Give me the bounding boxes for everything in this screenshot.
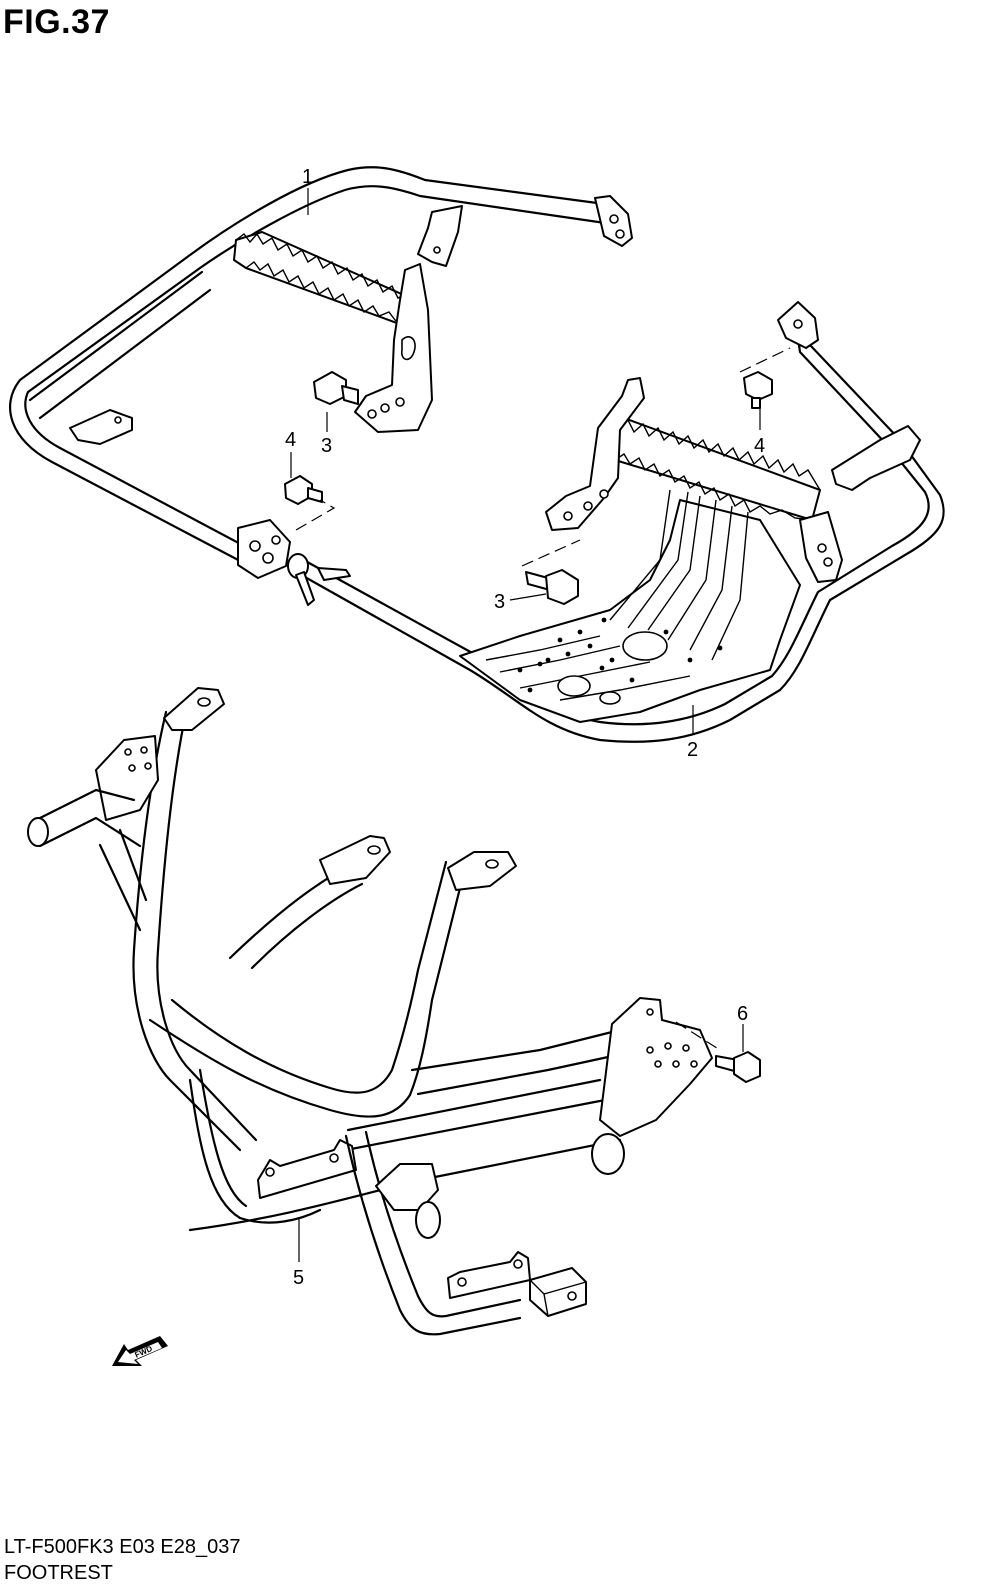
- model-code: LT-F500FK3 E03 E28_037: [4, 1536, 241, 1558]
- callout-6: 6: [737, 1003, 748, 1025]
- bolt-6: [715, 1051, 761, 1083]
- bolt-4-right: [743, 371, 773, 409]
- callout-3-lower: 3: [494, 591, 505, 613]
- callouts: 1 2 3 3 4 4 5 6: [285, 166, 765, 1289]
- lower-guard-frame: [27, 687, 713, 1336]
- section-name: FOOTREST: [4, 1562, 113, 1584]
- left-footrest-frame: [9, 166, 633, 579]
- figure-title: FIG.37: [3, 3, 110, 41]
- bolt-3-upper: [313, 371, 359, 405]
- bolt-3-lower: [525, 569, 579, 605]
- fwd-arrow-icon: FWD: [112, 1336, 168, 1366]
- bolt-4-left: [284, 475, 323, 505]
- callout-2: 2: [687, 739, 698, 761]
- callout-3-upper: 3: [321, 435, 332, 457]
- assembly-lines: [295, 347, 791, 1051]
- callout-1: 1: [302, 166, 313, 188]
- callout-4-left: 4: [285, 429, 296, 451]
- right-footrest-frame: [287, 301, 945, 743]
- callout-4-right: 4: [754, 435, 765, 457]
- leader-lines: [290, 188, 761, 1262]
- callout-5: 5: [293, 1267, 304, 1289]
